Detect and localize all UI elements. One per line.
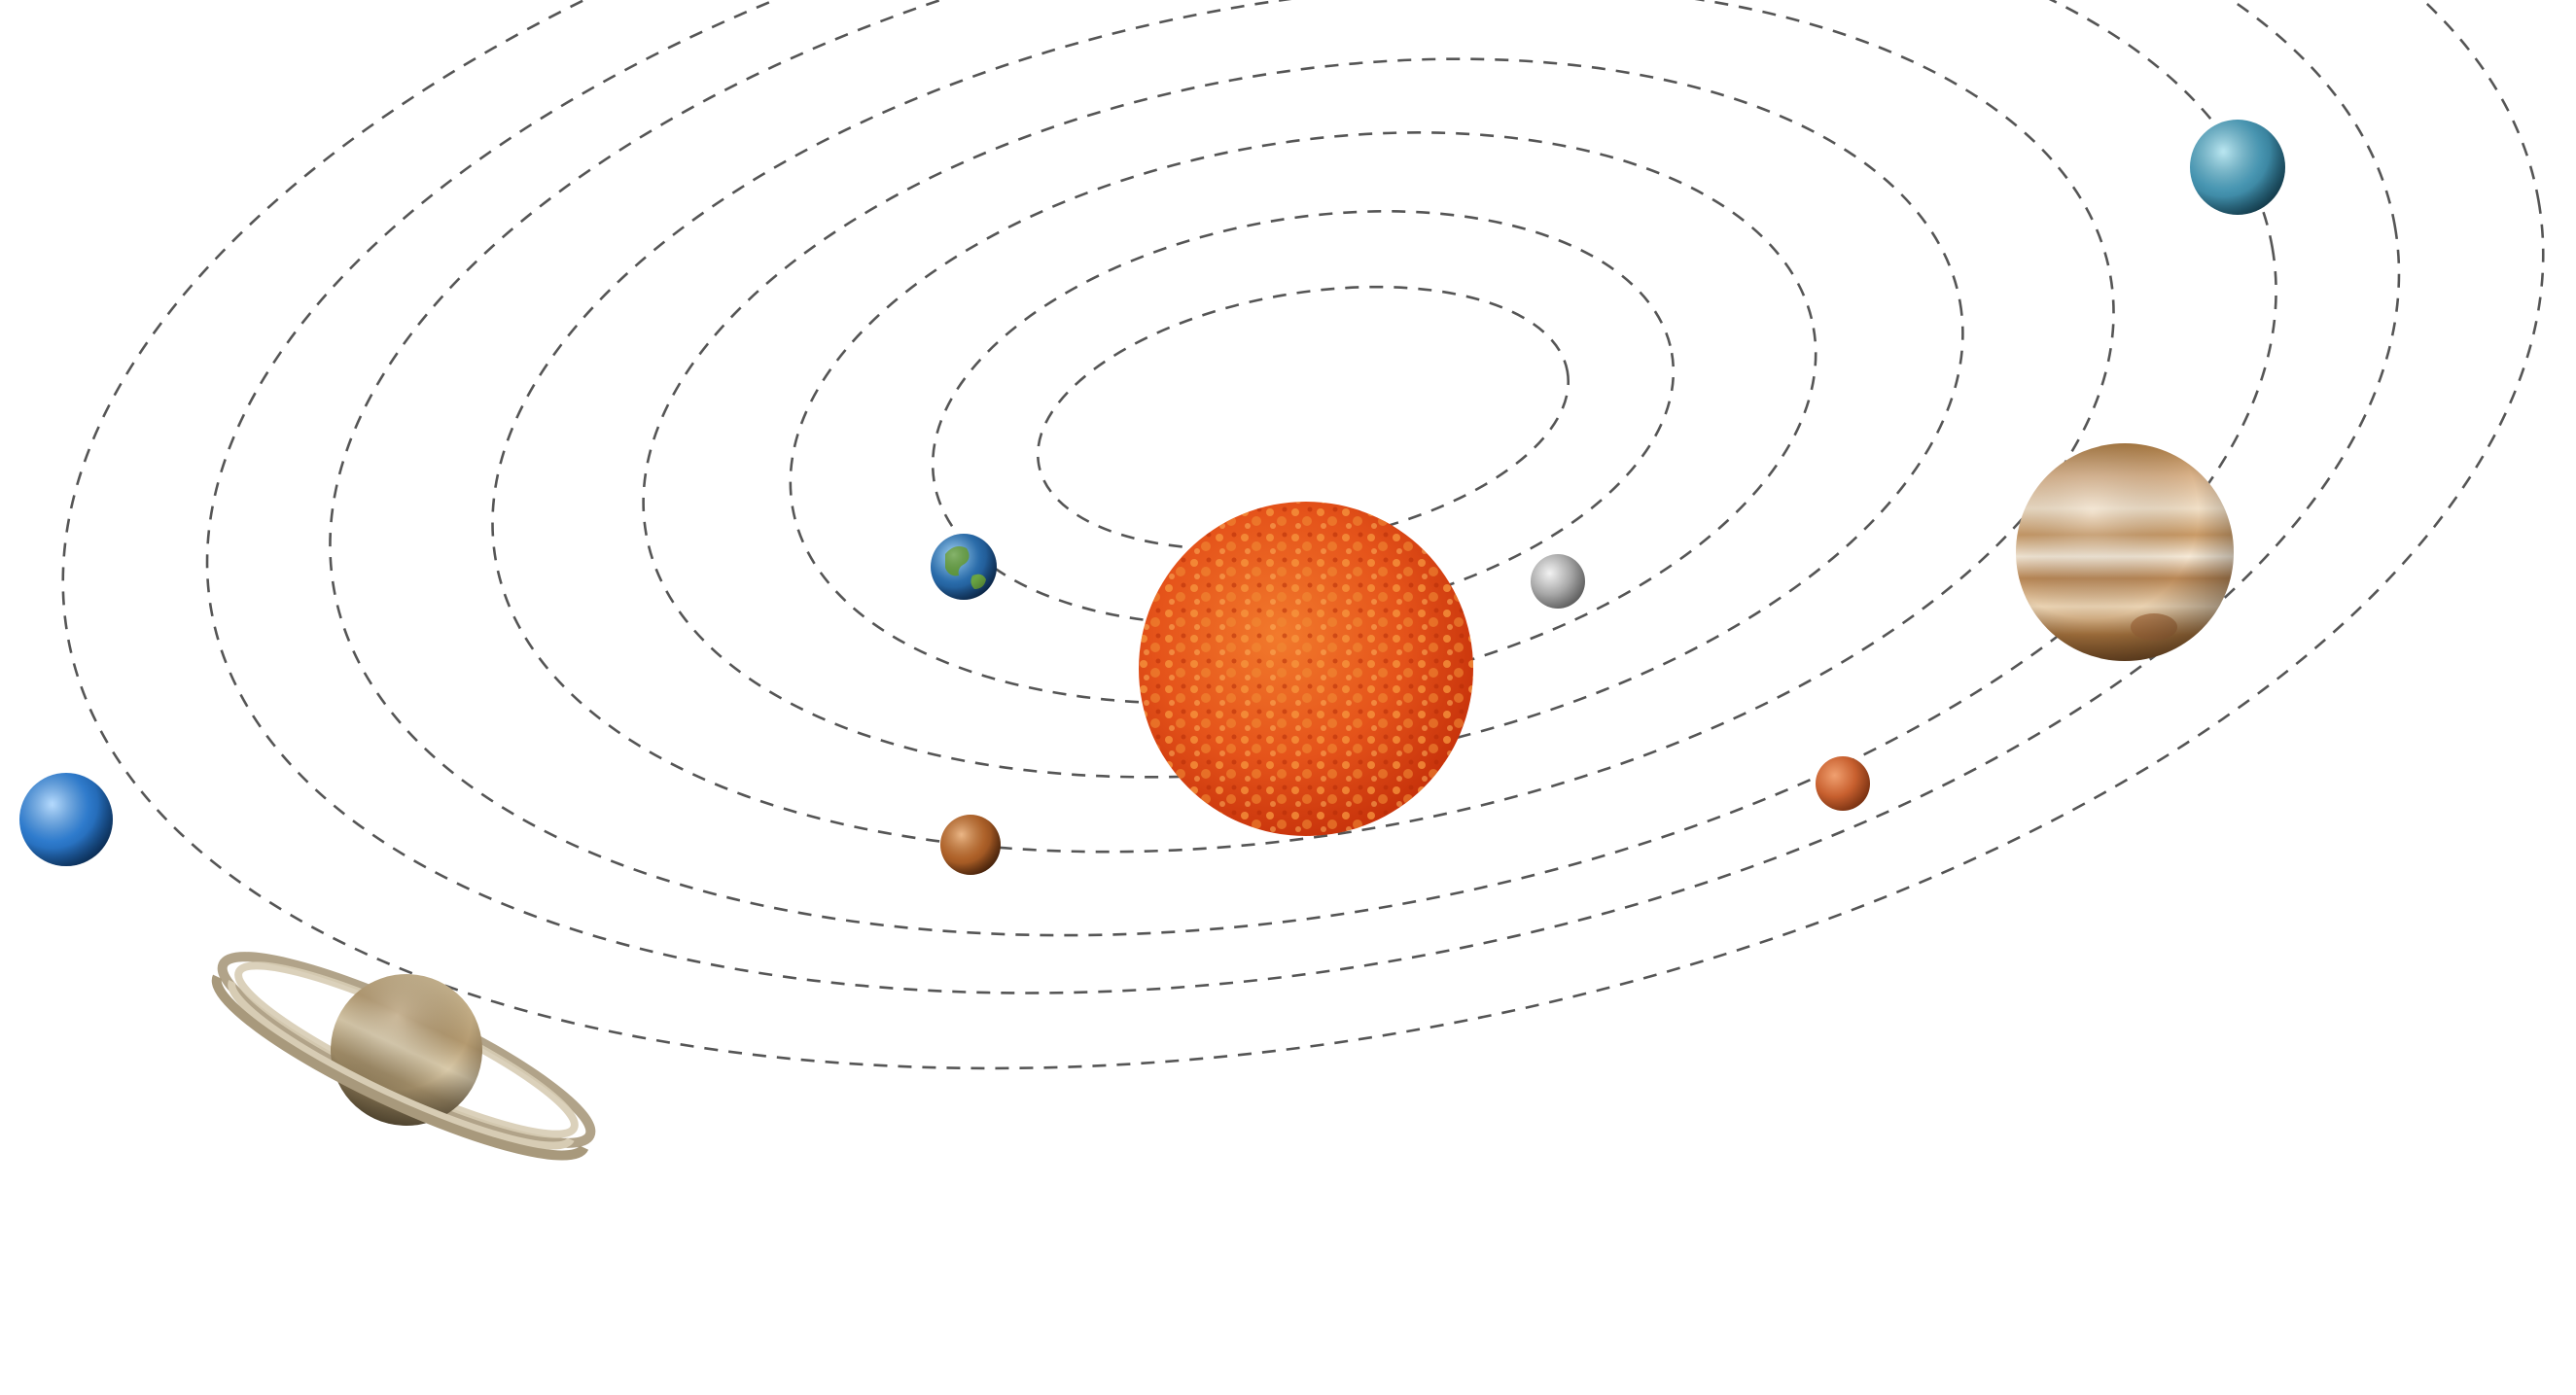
- planet-neptune: [19, 773, 113, 866]
- orbit-6: [329, 0, 2277, 937]
- orbits: [61, 0, 2545, 1070]
- orbit-8: [61, 0, 2545, 1070]
- sun: [1139, 502, 1473, 836]
- planet-earth: [931, 534, 997, 600]
- orbit-2: [931, 210, 1676, 626]
- planet-mars: [1816, 756, 1870, 811]
- planet-uranus: [2190, 120, 2285, 215]
- planet-saturn: [211, 952, 596, 1161]
- planet-venus: [940, 815, 1001, 875]
- planet-mercury: [1531, 554, 1585, 609]
- orbit-7: [205, 0, 2401, 994]
- orbit-5: [491, 0, 2115, 854]
- planet-jupiter: [2016, 443, 2234, 661]
